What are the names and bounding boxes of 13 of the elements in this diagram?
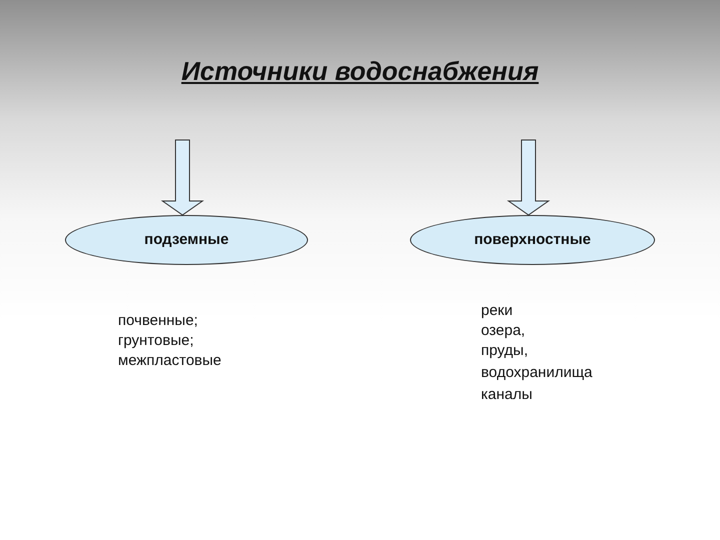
list-item: водохранилища: [481, 363, 592, 383]
node-label: поверхностные: [474, 230, 591, 250]
list-item: реки: [481, 301, 513, 321]
list-item: каналы: [481, 385, 532, 405]
list-item: пруды,: [481, 341, 528, 361]
list-item: озера,: [481, 321, 526, 341]
block-arrow: [160, 140, 204, 216]
list-item: межпластовые: [118, 351, 222, 371]
node-label: подземные: [144, 230, 229, 250]
list-item: почвенные;: [118, 311, 198, 331]
title: Источники водоснабжения: [180, 55, 540, 88]
block-arrow: [506, 140, 550, 216]
list-item: грунтовые;: [118, 331, 194, 351]
